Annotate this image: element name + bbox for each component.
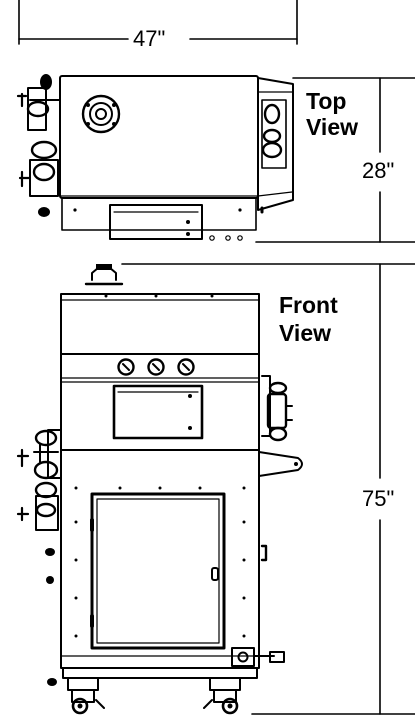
front-view-drawing — [16, 264, 303, 715]
depth-dimension-label: 28" — [360, 158, 397, 183]
top-view-label-line1: Top — [306, 88, 347, 114]
top-view-label-line2: View — [306, 114, 358, 140]
front-view-label-line1: Front — [279, 292, 338, 318]
dimension-height-line — [121, 263, 415, 715]
height-dimension-label: 75" — [360, 486, 397, 511]
front-view-label-line2: View — [279, 320, 331, 346]
width-dimension-label: 47" — [131, 26, 168, 51]
top-view-drawing — [16, 74, 294, 241]
dimension-depth-line — [255, 77, 415, 243]
dimension-width-line — [18, 0, 298, 45]
